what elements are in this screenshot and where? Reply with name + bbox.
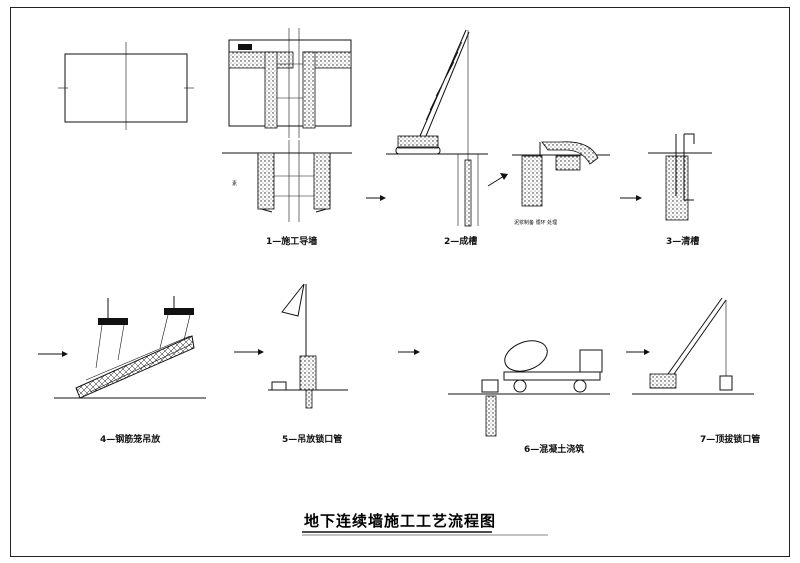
drawing-frame [10, 7, 790, 557]
step7-pull-pipe-drawing [632, 297, 754, 395]
step1-guide-wall-drawing: 素 [222, 28, 352, 222]
step-7-label: 7—顶拔锁口管 [700, 433, 760, 445]
step3-clearing-drawing [648, 133, 712, 221]
slurry-plant-drawing: 泥浆制备 循环 处理 [512, 141, 610, 226]
diagram-title: 地下连续墙施工工艺流程图 [304, 512, 496, 530]
step2-trenching-crane-drawing [386, 29, 488, 227]
plan-view-outline [58, 42, 194, 130]
step-5-label: 5—吊放锁口管 [282, 433, 342, 445]
step-4-label: 4—钢筋笼吊放 [100, 433, 161, 445]
slurry-annotation: 泥浆制备 循环 处理 [514, 219, 557, 226]
row2-arrows [38, 349, 650, 357]
step-1-label: 1—施工导墙 [266, 235, 317, 247]
step6-concrete-pouring-drawing [448, 340, 610, 437]
row1-arrows [366, 173, 642, 201]
step5-lock-pipe-drawing [268, 283, 348, 409]
step-3-label: 3—清槽 [666, 235, 699, 247]
step4-cage-lifting-drawing [54, 296, 206, 399]
svg-text:素: 素 [232, 180, 237, 187]
step-6-label: 6—混凝土浇筑 [524, 443, 584, 455]
step-2-label: 2—成槽 [444, 235, 477, 247]
